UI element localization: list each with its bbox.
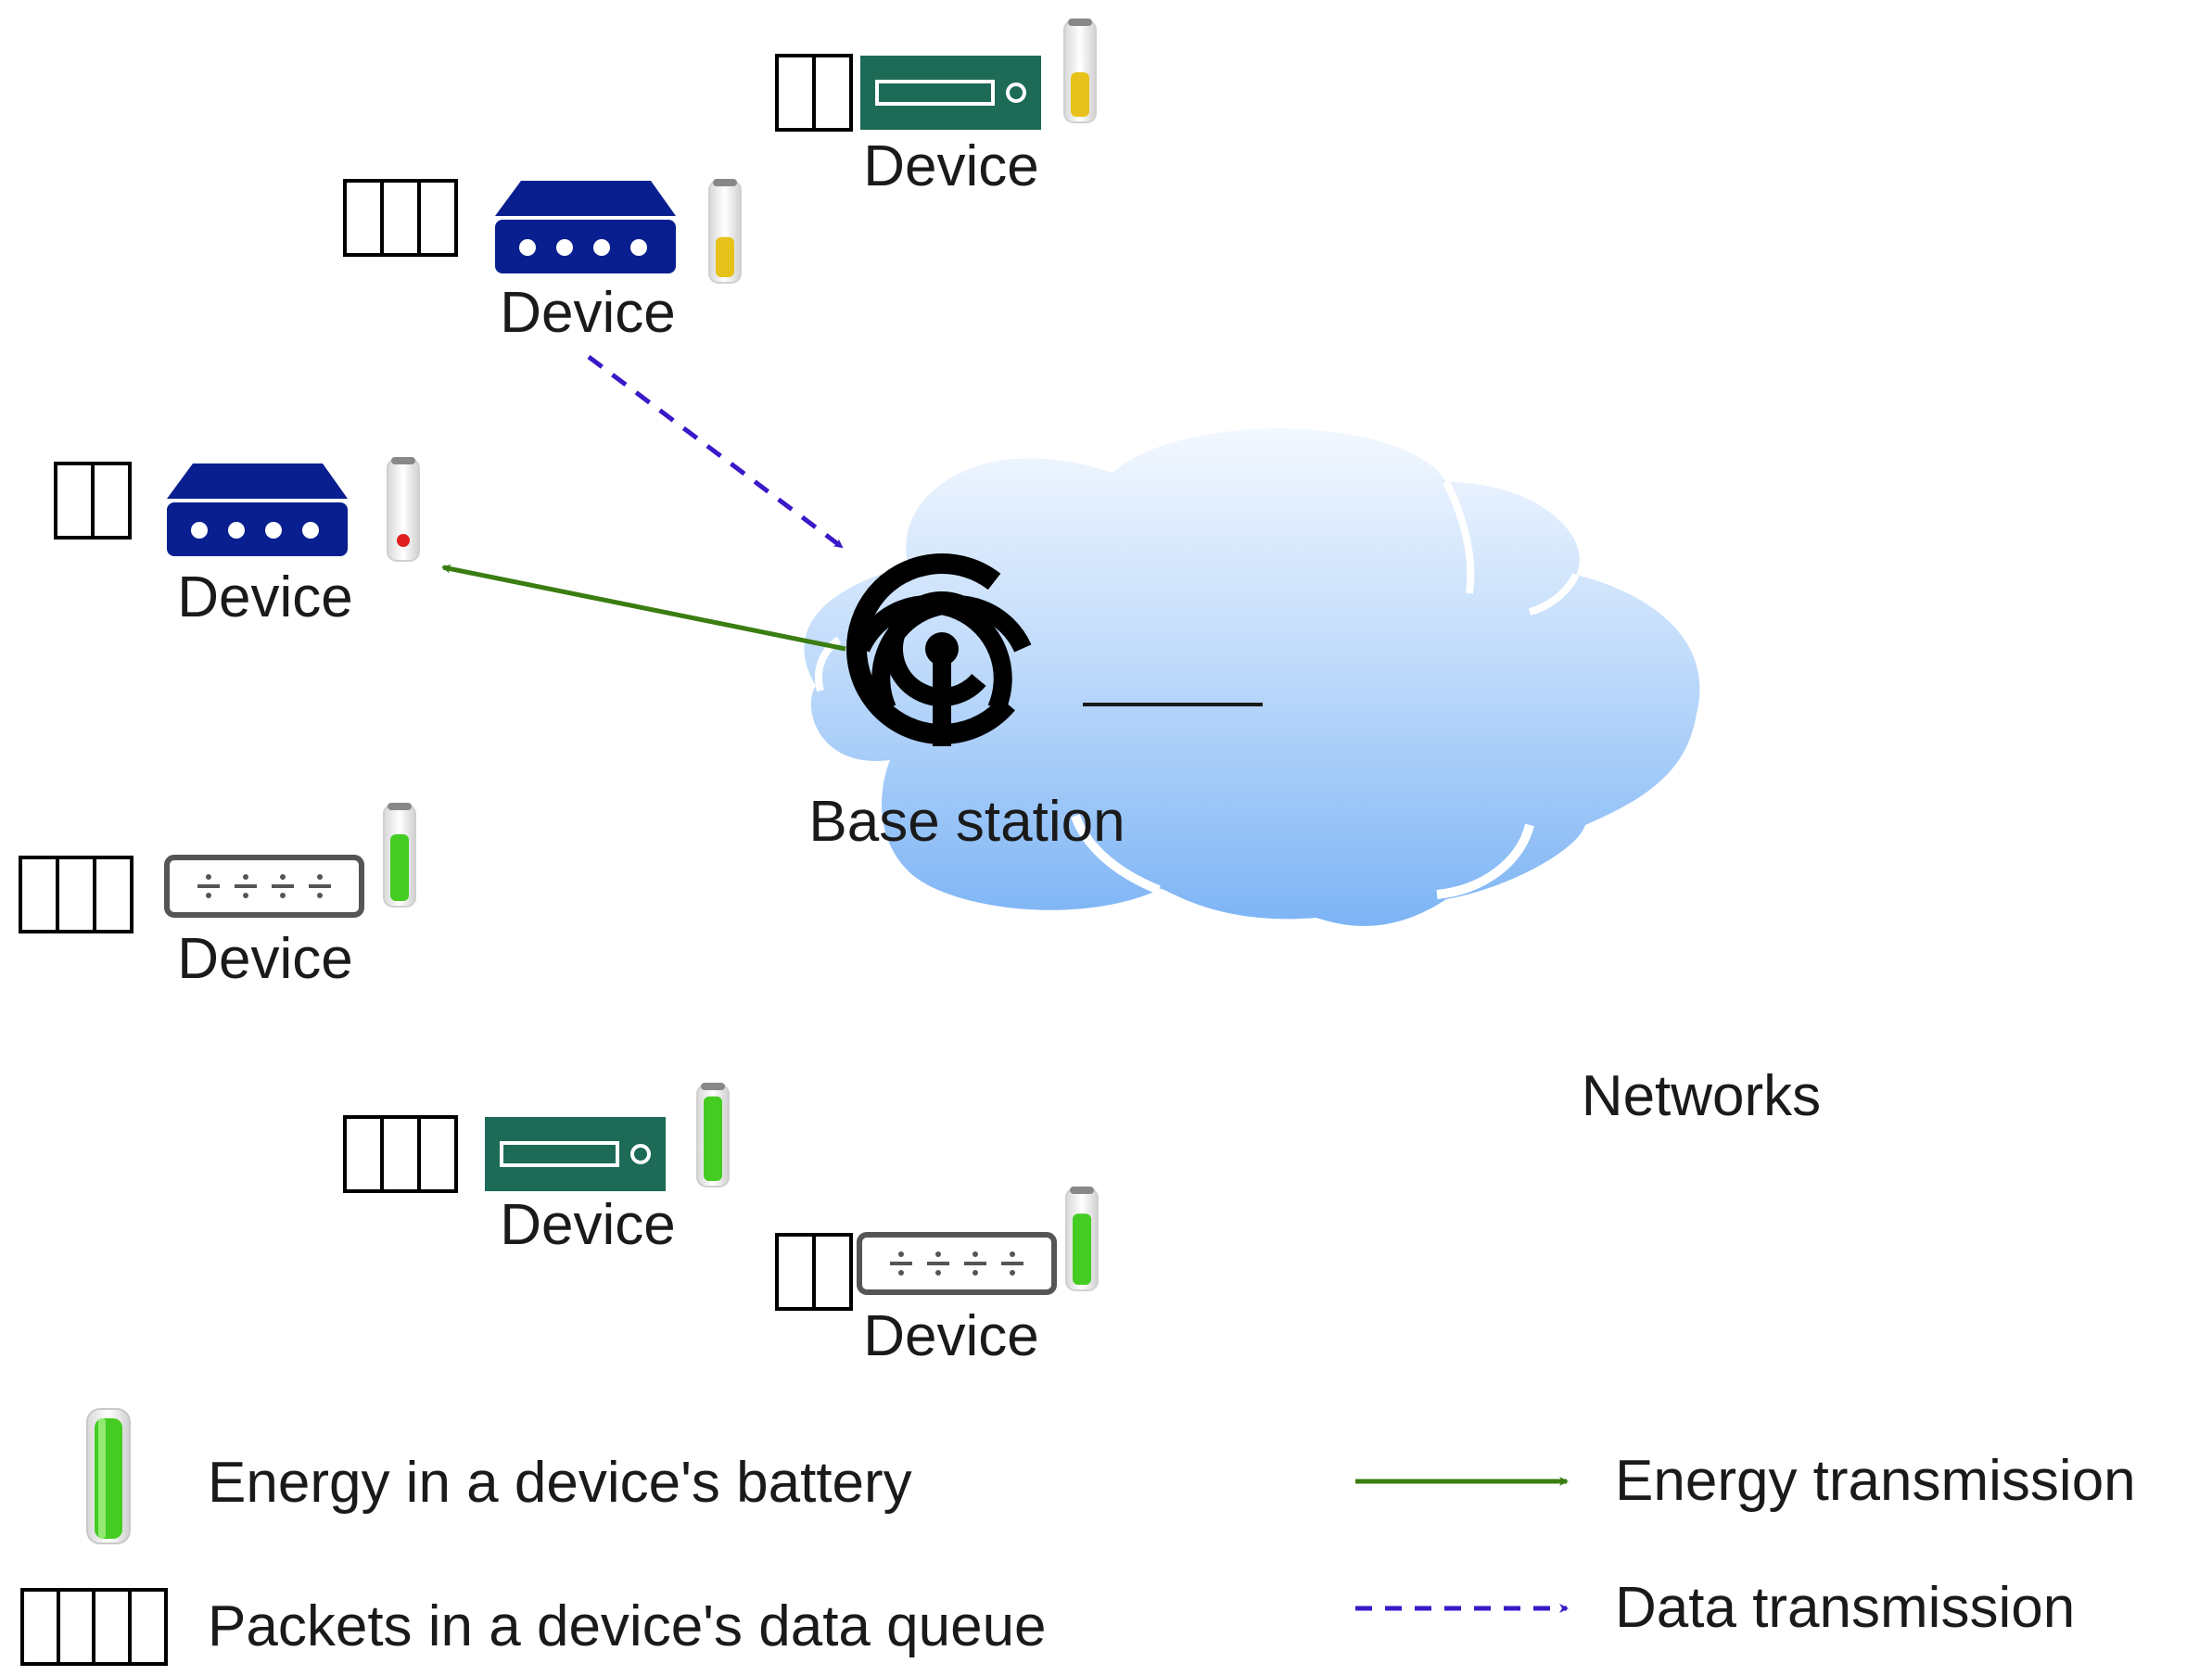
legend-queue-icon [20,1588,168,1666]
device-5: Device [343,1083,730,1257]
data-queue [343,1115,458,1193]
modem-icon [495,181,676,273]
device-label: Device [500,281,676,345]
device-3: Device [54,457,420,629]
battery-icon [383,803,416,908]
router-icon [485,1117,666,1191]
base-station-label: Base station [808,790,1125,854]
battery-icon [387,457,420,562]
legend-battery-label: Energy in a device's battery [208,1451,912,1515]
data-transmission-arrow [587,355,844,549]
legend-data-label: Data transmission [1615,1576,2075,1640]
device-label: Device [177,927,353,991]
battery-icon [708,179,742,284]
network-label: Networks [1582,1064,1821,1128]
legend-queue-label: Packets in a device's data queue [208,1594,1047,1658]
network-cloud: Networks [804,428,1821,1128]
legend-battery-icon [86,1408,131,1544]
battery-icon [1063,19,1097,123]
device-label: Device [863,134,1039,198]
device-label: Device [177,565,353,629]
device-label: Device [500,1193,676,1257]
battery-icon [696,1083,730,1187]
legend-energy-label: Energy transmission [1615,1449,2136,1513]
device-2: Device [343,179,742,345]
battery-icon [1065,1187,1099,1291]
switch-icon [857,1232,1057,1295]
data-queue [19,856,133,933]
router-icon [860,56,1041,130]
data-queue [775,54,853,132]
modem-icon [167,463,348,556]
legend: Energy in a device's battery Packets in … [20,1408,2136,1666]
energy-transmission-arrow [441,564,846,652]
device-label: Device [863,1304,1039,1368]
data-queue [54,462,132,540]
data-queue [343,179,458,257]
device-4: Device [19,803,416,991]
switch-icon [164,855,364,918]
device-6: Device [775,1187,1099,1368]
data-queue [775,1233,853,1311]
device-1: Device [775,19,1097,198]
